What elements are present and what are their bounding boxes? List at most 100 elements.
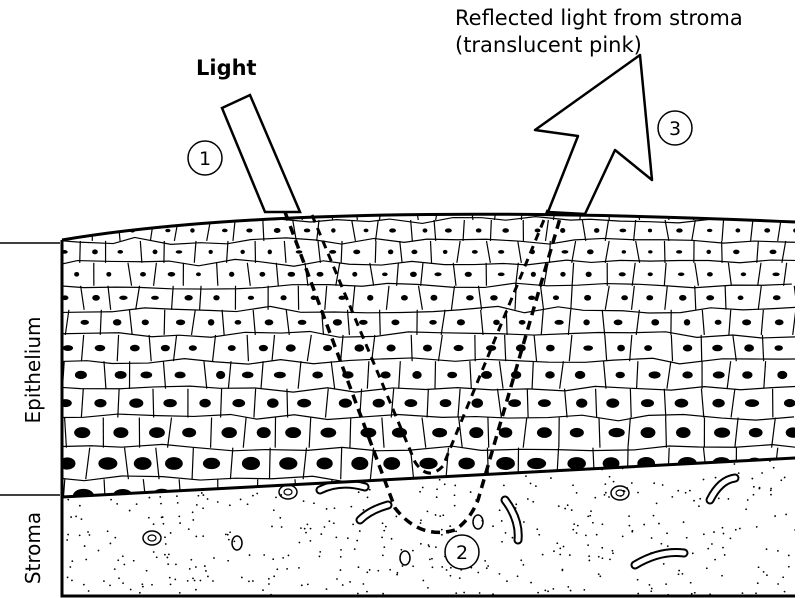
cell-boundary <box>700 388 705 418</box>
cell-boundary <box>173 219 179 242</box>
cell-boundary <box>698 479 702 497</box>
stroma-dot <box>412 565 415 568</box>
stroma-dot <box>286 567 289 570</box>
cell-boundary <box>462 219 465 241</box>
cell-boundary <box>664 285 668 310</box>
stroma-dot <box>766 574 768 577</box>
stroma-dot <box>123 563 126 566</box>
cell-boundary <box>152 388 155 418</box>
cell-boundary <box>62 413 795 422</box>
stroma-dot <box>195 566 197 568</box>
stroma-dot <box>723 554 726 556</box>
stroma-dot <box>305 531 307 534</box>
cell-boundary <box>221 309 225 335</box>
cell-boundary <box>631 262 636 286</box>
stroma-dot <box>737 472 740 475</box>
stroma-dot <box>575 492 578 494</box>
stroma-dot <box>206 498 209 500</box>
cell-nucleus <box>175 250 183 254</box>
cell-boundary <box>552 214 557 221</box>
stroma-dot <box>200 492 203 494</box>
stroma-dot <box>458 577 461 580</box>
stroma-dot <box>612 480 615 483</box>
stroma-dot <box>631 530 634 533</box>
cell-boundary <box>435 214 440 221</box>
stroma-dot <box>340 548 342 551</box>
cell-boundary <box>366 361 370 389</box>
stroma-dot <box>561 569 564 572</box>
stroma-dot <box>306 460 309 463</box>
cell-nucleus <box>221 427 237 439</box>
cell-nucleus <box>493 319 500 326</box>
cell-boundary <box>515 262 519 286</box>
cell-boundary <box>665 417 668 448</box>
cell-nucleus <box>485 345 497 352</box>
cell-nucleus <box>682 344 693 352</box>
stroma-dot <box>658 522 660 525</box>
stroma-dot <box>526 498 529 500</box>
stroma-dot <box>396 571 399 574</box>
cell-boundary <box>152 262 157 286</box>
cell-nucleus <box>518 319 526 325</box>
cell-nucleus <box>72 228 79 233</box>
cell-boundary <box>457 388 461 418</box>
stroma-dot <box>192 519 195 521</box>
cell-boundary <box>378 309 381 335</box>
cell-nucleus <box>112 488 133 497</box>
cell-nucleus <box>683 319 691 326</box>
cell-nucleus <box>613 319 623 326</box>
stroma-dot <box>350 505 353 508</box>
stroma-dot <box>422 579 425 582</box>
stroma-dot <box>316 479 319 482</box>
cell-boundary <box>570 285 573 310</box>
cell-nucleus <box>585 271 592 277</box>
stroma-dot <box>557 505 560 508</box>
cell-nucleus <box>502 228 509 233</box>
stroma-dot <box>594 496 597 499</box>
cell-boundary <box>48 241 50 263</box>
stroma-dot <box>428 558 431 561</box>
stroma-dot <box>650 590 653 593</box>
cell-boundary <box>330 361 336 389</box>
stroma-dot <box>515 460 518 463</box>
cell-boundary <box>458 417 463 448</box>
cell-boundary <box>324 285 328 310</box>
cell-nucleus <box>737 295 744 301</box>
stroma-dot <box>429 469 432 472</box>
stroma-dot <box>87 590 90 592</box>
stroma-dot <box>205 570 207 572</box>
stroma-dot <box>575 532 578 534</box>
stroma-dot <box>485 567 488 570</box>
stroma-dot <box>282 557 285 559</box>
stroma-dot <box>356 539 359 542</box>
cell-nucleus <box>679 294 687 301</box>
cell-boundary <box>761 334 765 362</box>
cell-boundary <box>378 214 383 221</box>
cell-nucleus <box>410 488 431 497</box>
stroma-dot <box>151 583 153 586</box>
cell-boundary <box>286 388 289 418</box>
cell-nucleus <box>712 371 725 379</box>
cell-boundary <box>663 240 666 263</box>
cell-nucleus <box>647 272 653 277</box>
light-path-outer <box>283 207 565 535</box>
cell-boundary <box>80 388 84 418</box>
cell-boundary <box>374 240 377 263</box>
cell-nucleus <box>117 250 124 254</box>
cell-boundary <box>533 334 538 362</box>
stroma-dot <box>246 503 249 506</box>
cell-boundary <box>285 309 290 335</box>
stroma-dot <box>520 559 523 562</box>
cell-boundary <box>701 309 705 335</box>
cell-boundary <box>633 219 637 241</box>
stroma-dot <box>569 589 572 592</box>
cell-boundary <box>734 417 739 448</box>
stroma-dot <box>711 543 713 545</box>
cell-boundary <box>727 262 732 286</box>
cell-boundary <box>335 262 341 286</box>
cell-nucleus <box>676 228 683 233</box>
cell-boundary <box>694 285 697 310</box>
stroma-dot <box>440 533 443 536</box>
stroma-dot <box>178 591 181 594</box>
cell-boundary <box>199 285 202 310</box>
